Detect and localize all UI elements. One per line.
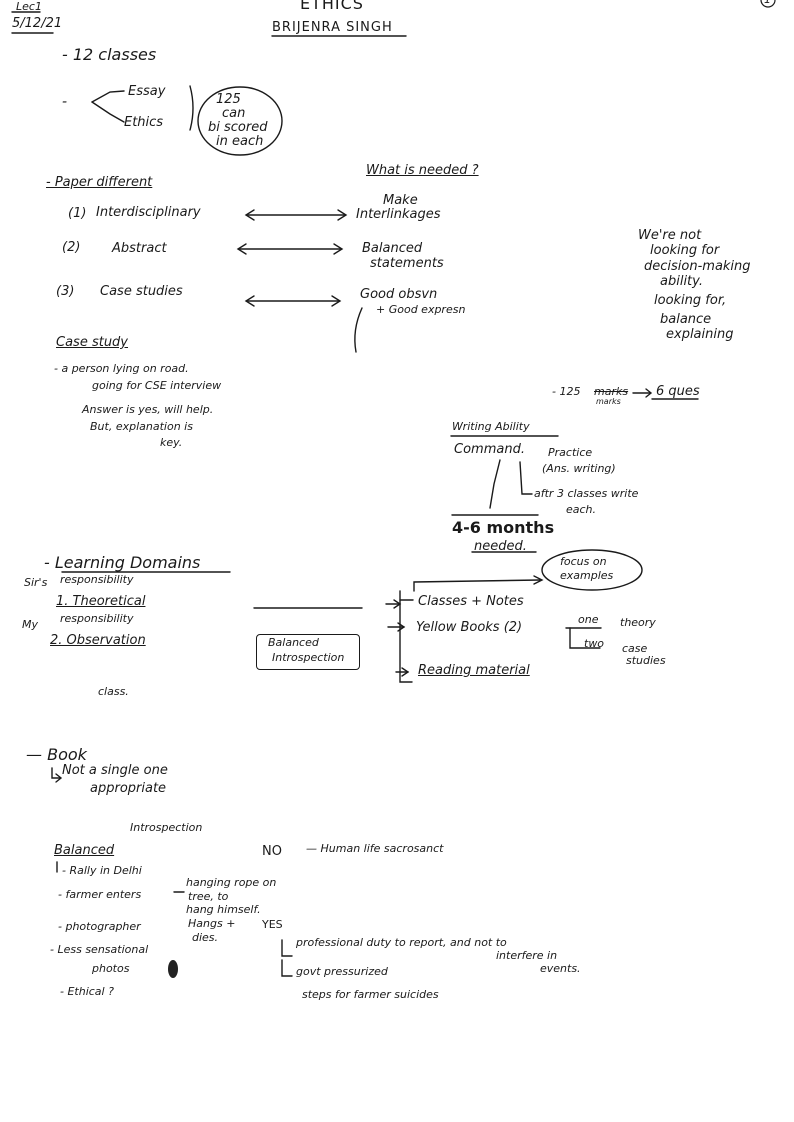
bottom-item-1: - Rally in Delhi <box>62 864 142 877</box>
essay-label: Essay <box>128 84 166 99</box>
balanced-label: Balanced <box>54 843 115 858</box>
side-note-7: explaining <box>666 327 734 342</box>
paper-item-1-need-2: Interlinkages <box>356 207 441 222</box>
paper-item-3-need-2: + Good expresn <box>376 303 466 316</box>
bottom-item-4: - Less sensational <box>50 943 149 956</box>
marks-struck: marks <box>594 385 629 398</box>
hanging-1: hanging rope on <box>186 876 277 889</box>
paper-item-1-need-1: Make <box>383 193 418 208</box>
case-study-line-1: - a person lying on road. <box>54 362 189 375</box>
writing-heading: Writing Ability <box>452 420 530 433</box>
domain-theoretical: 1. Theoretical <box>56 594 146 609</box>
side-note-3: decision-making <box>644 259 751 274</box>
prof-duty: professional duty to report, and not to <box>296 936 507 949</box>
teacher-name: BRIJENRA SINGH <box>272 20 393 35</box>
page-title: ETHICS <box>300 0 364 13</box>
marks-sub: marks <box>596 397 621 406</box>
writing-practice: Practice <box>548 446 593 459</box>
paper-item-2-label: Abstract <box>112 241 167 256</box>
side-note-2: looking for <box>650 243 720 258</box>
introspection-box <box>256 634 360 670</box>
yellow-studies: studies <box>626 654 666 667</box>
writing-each: each. <box>566 503 597 516</box>
paper-item-3-label: Case studies <box>100 284 183 299</box>
yes-label: YES <box>262 918 283 931</box>
no-label: NO <box>262 844 282 859</box>
paper-item-2-need-1: Balanced <box>362 241 423 256</box>
interfere-2: events. <box>540 962 581 975</box>
classes-note: - 12 classes <box>62 45 157 64</box>
hanging-5: dies. <box>192 931 219 944</box>
focus-line-2: examples <box>560 569 614 582</box>
book-line-1: Not a single one <box>62 763 168 778</box>
sirs-responsibility: responsibility <box>60 573 134 586</box>
resource-reading: Reading material <box>418 663 530 678</box>
hanging-3: hang himself. <box>186 903 261 916</box>
paper-item-1-num: (1) <box>68 206 87 221</box>
lecture-date: 5/12/21 <box>12 16 63 31</box>
domain-observation: 2. Observation <box>50 633 146 648</box>
introspection-label: Introspection <box>130 821 203 834</box>
paper-item-2-need-2: statements <box>370 256 444 271</box>
hanging-2: tree, to <box>188 890 229 903</box>
writing-command: Command. <box>454 442 525 457</box>
yellow-theory: theory <box>620 616 656 629</box>
bottom-item-2: - farmer enters <box>58 888 142 901</box>
introspection-box-line-1: Balanced <box>268 636 319 649</box>
paper-item-1-label: Interdisciplinary <box>96 205 201 220</box>
side-note-4: ability. <box>660 274 703 289</box>
yellow-two: two <box>584 637 605 650</box>
side-note-1: We're not <box>638 228 702 243</box>
lecture-label: Lec1 <box>16 0 42 13</box>
resource-classes: Classes + Notes <box>418 594 524 609</box>
my-label: My <box>22 618 39 631</box>
marks-count: - 125 <box>552 385 581 398</box>
book-heading: — Book <box>26 745 87 764</box>
my-responsibility: responsibility <box>60 612 134 625</box>
ethics-label: Ethics <box>124 115 164 130</box>
govt-pressurized: govt pressurized <box>296 965 388 978</box>
score-note-1: 125 <box>216 92 241 107</box>
case-study-heading: Case study <box>56 335 129 350</box>
domains-heading: - Learning Domains <box>44 553 201 572</box>
score-note-2: can <box>222 106 246 121</box>
sirs-label: Sir's <box>24 576 48 589</box>
writing-months: 4-6 months <box>452 518 555 537</box>
interfere-1: interfere in <box>496 949 558 962</box>
introspection-box-line-2: Introspection <box>272 651 345 664</box>
writing-after: aftr 3 classes write <box>534 487 639 500</box>
paper-item-3-num: (3) <box>56 284 75 299</box>
paper-heading: - Paper different <box>46 175 153 190</box>
yellow-case: case <box>622 642 648 655</box>
focus-line-1: focus on <box>560 555 607 568</box>
human-life: — Human life sacrosanct <box>306 842 444 855</box>
page-number: 1 <box>764 0 771 6</box>
paper-item-2-num: (2) <box>62 240 81 255</box>
farmer-steps: steps for farmer suicides <box>302 988 439 1001</box>
book-line-2: appropriate <box>90 781 167 796</box>
case-answer-1: Answer is yes, will help. <box>82 403 214 416</box>
what-needed-heading: What is needed ? <box>366 163 479 178</box>
bottom-item-6: - Ethical ? <box>60 985 114 998</box>
writing-ans: (Ans. writing) <box>542 462 616 475</box>
bottom-item-3: - photographer <box>58 920 141 933</box>
paper-item-3-need-1: Good obsvn <box>360 287 438 302</box>
side-note-6: balance <box>660 312 712 327</box>
case-answer-2: But, explanation is <box>90 420 193 433</box>
side-note-5: looking for, <box>654 293 727 308</box>
marks-questions: 6 ques <box>656 384 700 399</box>
score-note-3: bi scored <box>208 120 268 135</box>
case-study-line-2: going for CSE interview <box>92 379 222 392</box>
class-note: class. <box>98 685 129 698</box>
case-answer-3: key. <box>160 436 183 449</box>
writing-needed: needed. <box>474 539 527 554</box>
hanging-4: Hangs + <box>188 917 236 930</box>
score-note-4: in each <box>216 134 264 149</box>
yellow-one: one <box>578 613 599 626</box>
dash: - <box>62 94 68 110</box>
resource-yellow-books: Yellow Books (2) <box>416 620 523 635</box>
bottom-item-5: photos <box>92 962 130 975</box>
